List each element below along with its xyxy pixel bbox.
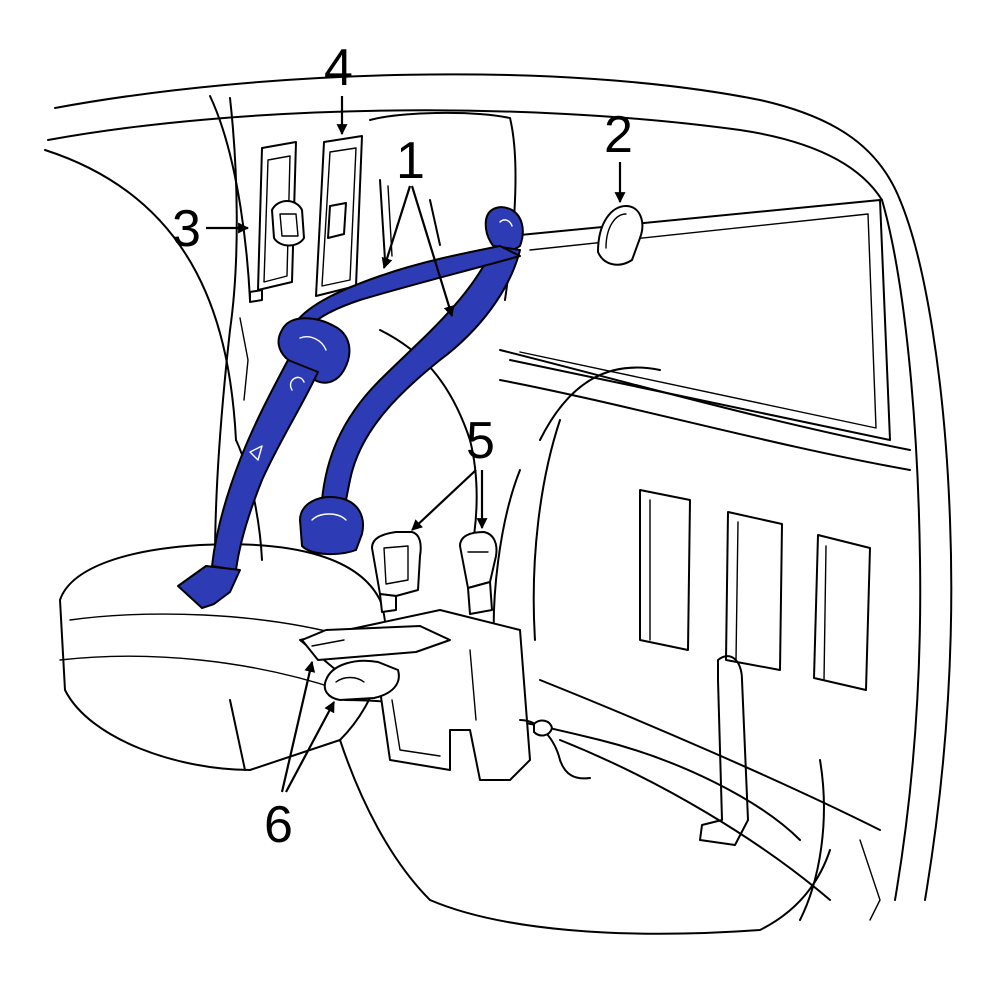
part-5-buckle-receivers bbox=[371, 531, 498, 615]
callout-6-leader-b bbox=[285, 701, 335, 793]
belt-retractor bbox=[299, 496, 364, 556]
belt-lap-anchor bbox=[177, 565, 241, 609]
callout-1-leader-b bbox=[410, 185, 455, 318]
part-1-shoulder-belt-assembly bbox=[177, 206, 524, 609]
callout-group: 4 1 2 3 5 6 bbox=[172, 39, 633, 854]
callout-5-leader-a bbox=[411, 469, 477, 531]
seat-cushions bbox=[59, 329, 831, 935]
part-6-buckle-tongues bbox=[299, 609, 591, 781]
part-3-retractor-cover bbox=[249, 141, 305, 303]
callout-2-label: 2 bbox=[604, 106, 633, 164]
callout-6-leader-a bbox=[280, 660, 316, 793]
cab-body-outline bbox=[44, 73, 953, 921]
callout-5-label: 5 bbox=[466, 412, 495, 470]
callout-4-label: 4 bbox=[324, 39, 353, 97]
callout-3-label: 3 bbox=[172, 200, 201, 258]
belt-guide-loop bbox=[277, 317, 351, 384]
callout-1-leader-a bbox=[381, 185, 412, 270]
part-4-trim-panel bbox=[315, 135, 363, 297]
callout-6-label: 6 bbox=[264, 796, 293, 854]
part-2-cap bbox=[597, 205, 644, 266]
belt-upper-anchor bbox=[484, 206, 524, 255]
callout-1-label: 1 bbox=[396, 132, 425, 190]
